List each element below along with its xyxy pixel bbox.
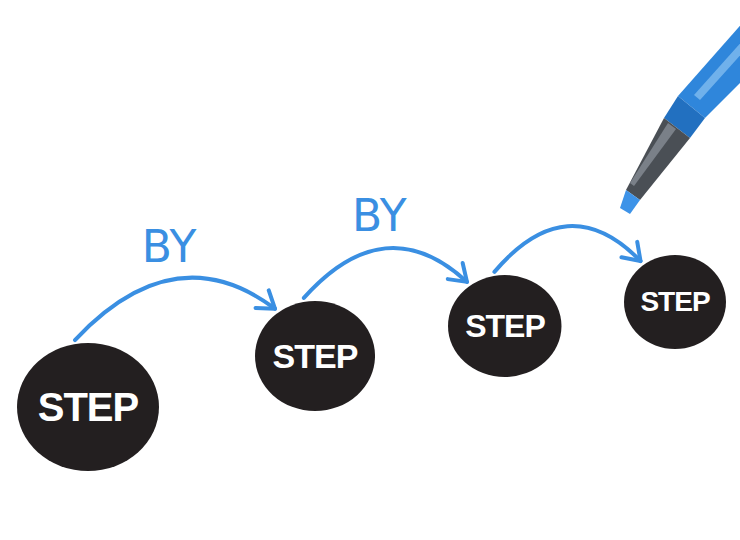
arrow-curve [494, 226, 640, 272]
step-circle: STEP [255, 301, 375, 411]
circle-fill [624, 255, 726, 349]
arrow-head [448, 263, 467, 282]
circle-fill [17, 343, 159, 471]
circle-fill [255, 301, 375, 411]
step-circle: STEP [624, 255, 726, 349]
step-text: STEP [273, 339, 358, 373]
pen-cone [626, 118, 690, 200]
step-text: STEP [38, 387, 138, 427]
arrow-curve [304, 248, 467, 298]
step-text: STEP [640, 288, 709, 316]
circle-fill [448, 275, 561, 377]
marker-pen [620, 20, 740, 214]
pen-body [678, 20, 740, 118]
pen-highlight [694, 38, 740, 100]
curved-arrow [304, 248, 467, 298]
arrow-curve [75, 278, 275, 340]
curved-arrow [75, 278, 275, 340]
arrow-head [256, 290, 275, 308]
step-circle: STEP [448, 275, 561, 377]
step-circle: STEP [17, 343, 159, 471]
arrow-label: BY [348, 194, 411, 238]
arrow-label: BY [138, 225, 201, 269]
curved-arrow [494, 226, 640, 272]
arrow-head [621, 242, 640, 261]
pen-cone-shine [630, 123, 676, 186]
step-text: STEP [465, 310, 545, 342]
pen-tip [620, 190, 640, 214]
